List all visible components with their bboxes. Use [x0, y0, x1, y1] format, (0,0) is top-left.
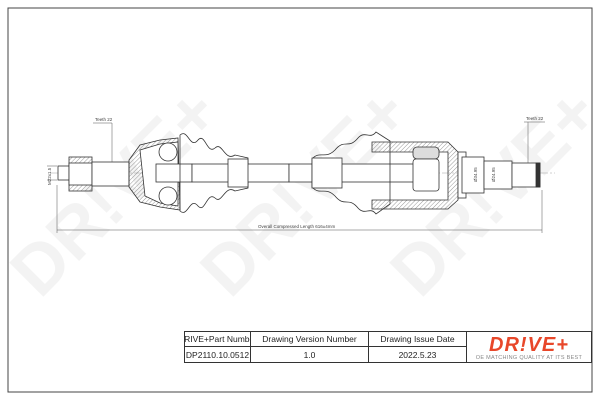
teeth-left-label: Teeth 22 [95, 117, 113, 122]
drawing-frame [7, 7, 593, 393]
title-block: DRIVE+Part Number Drawing Version Number… [184, 331, 592, 363]
header-issue-date: Drawing Issue Date [369, 332, 467, 347]
diameter-2-label: Ø24.95 [491, 167, 496, 182]
header-version: Drawing Version Number [251, 332, 369, 347]
teeth-right-label: Teeth 22 [526, 116, 544, 121]
overall-length-label: Overall Compressed Length 616±4mm [258, 224, 336, 229]
watermark: DR!VE+ DR!VE+ DR!VE+ [0, 73, 600, 311]
thread-label: M22x1.5 [47, 167, 52, 185]
drive-plus-logo: DR!VE+ OE MATCHING QUALITY AT ITS BEST [467, 332, 591, 363]
header-part-number: DRIVE+Part Number [185, 332, 251, 347]
logo-tagline: OE MATCHING QUALITY AT ITS BEST [475, 354, 583, 361]
svg-text:DR!VE+: DR!VE+ [375, 73, 600, 311]
logo-mark: DR!VE+ [489, 333, 569, 356]
value-part-number: DP2110.10.0512 [185, 347, 251, 363]
shaft-left [57, 133, 290, 213]
value-version: 1.0 [251, 347, 369, 363]
diameter-1-label: Ø34.95 [473, 167, 478, 182]
svg-text:DR!VE+: DR!VE+ [0, 73, 234, 311]
shaft-right [288, 131, 541, 215]
dimension-lines [47, 121, 545, 233]
svg-text:DR!VE+: DR!VE+ [185, 73, 423, 311]
value-issue-date: 2022.5.23 [369, 347, 467, 363]
